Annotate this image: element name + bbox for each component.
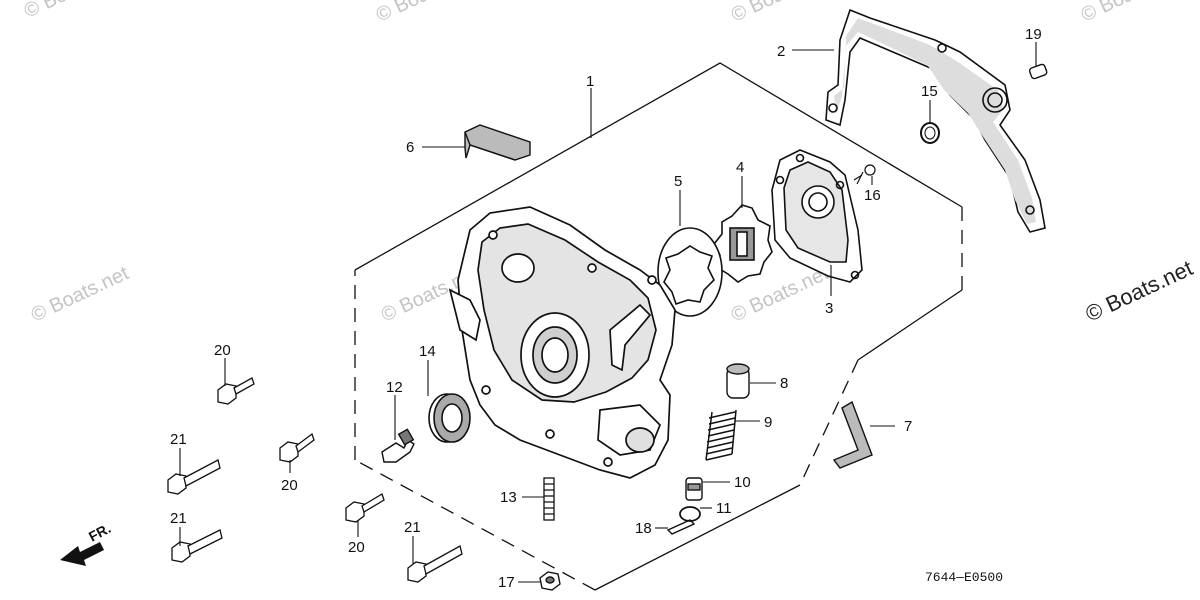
oil-pump-body bbox=[448, 206, 676, 479]
stud-bolt bbox=[543, 477, 555, 521]
rubber-seal-elbow-lower bbox=[832, 400, 873, 469]
watermark-dark: © Boats.net bbox=[1082, 255, 1197, 326]
callout-8: 8 bbox=[780, 375, 788, 392]
snap-ring bbox=[679, 506, 701, 522]
valve-seat bbox=[685, 477, 703, 501]
watermark: © Boats.net bbox=[21, 0, 126, 23]
callout-19: 19 bbox=[1025, 26, 1042, 43]
dowel-pin bbox=[1028, 63, 1048, 80]
callout-13: 13 bbox=[500, 489, 517, 506]
flange-bolt-21b bbox=[171, 529, 223, 563]
outer-rotor bbox=[657, 227, 723, 317]
callout-5: 5 bbox=[674, 173, 682, 190]
cover-screw bbox=[853, 164, 876, 185]
callout-18: 18 bbox=[635, 520, 652, 537]
watermark: © Boats.net bbox=[1078, 0, 1183, 27]
pump-cover-plate bbox=[771, 149, 863, 283]
inner-rotor bbox=[713, 204, 773, 283]
callout-20c: 20 bbox=[348, 539, 365, 556]
callout-20a: 20 bbox=[214, 342, 231, 359]
rubber-seal-elbow-upper bbox=[464, 124, 531, 161]
relief-spring bbox=[705, 409, 737, 461]
flange-bolt-21c bbox=[407, 545, 463, 583]
flange-bolt-20a bbox=[217, 377, 255, 405]
callout-labels: 1 2 3 4 5 6 7 8 9 10 11 12 13 14 15 16 1… bbox=[170, 26, 1042, 591]
watermark: © Boats.net bbox=[373, 0, 478, 27]
flange-bolt-20b bbox=[279, 432, 315, 463]
callout-2: 2 bbox=[777, 43, 785, 60]
watermark: © Boats.net bbox=[28, 262, 133, 326]
leader-lines bbox=[179, 42, 1037, 583]
callout-6: 6 bbox=[406, 139, 414, 156]
callout-3: 3 bbox=[825, 300, 833, 317]
callout-1: 1 bbox=[586, 73, 594, 90]
callout-21a: 21 bbox=[170, 431, 187, 448]
o-ring bbox=[920, 122, 940, 144]
callout-12: 12 bbox=[386, 379, 403, 396]
callout-10: 10 bbox=[734, 474, 751, 491]
oil-pressure-switch bbox=[381, 428, 415, 463]
assembly-outline bbox=[354, 62, 963, 591]
callout-7: 7 bbox=[904, 418, 912, 435]
cotter-pin bbox=[666, 519, 696, 535]
relief-valve bbox=[726, 363, 750, 399]
oil-seal bbox=[428, 393, 471, 443]
callout-16: 16 bbox=[864, 187, 881, 204]
front-label: FR. bbox=[86, 520, 113, 545]
callout-15: 15 bbox=[921, 83, 938, 100]
callout-21b: 21 bbox=[170, 510, 187, 527]
diagram-code: 7644—E0500 bbox=[925, 570, 1003, 585]
callout-11: 11 bbox=[716, 500, 732, 517]
callout-14: 14 bbox=[419, 343, 436, 360]
callout-20b: 20 bbox=[281, 477, 298, 494]
callout-9: 9 bbox=[764, 414, 772, 431]
arrow-left-icon bbox=[60, 542, 104, 566]
nut bbox=[539, 571, 561, 591]
flange-bolt-21a bbox=[167, 459, 221, 495]
callout-17: 17 bbox=[498, 574, 515, 591]
front-direction-arrow: FR. bbox=[60, 520, 113, 566]
callout-21c: 21 bbox=[404, 519, 421, 536]
watermark: © Boats.net bbox=[728, 0, 833, 27]
flange-bolt-20c bbox=[345, 493, 385, 523]
callout-4: 4 bbox=[736, 159, 744, 176]
gasket-large bbox=[825, 8, 1046, 233]
